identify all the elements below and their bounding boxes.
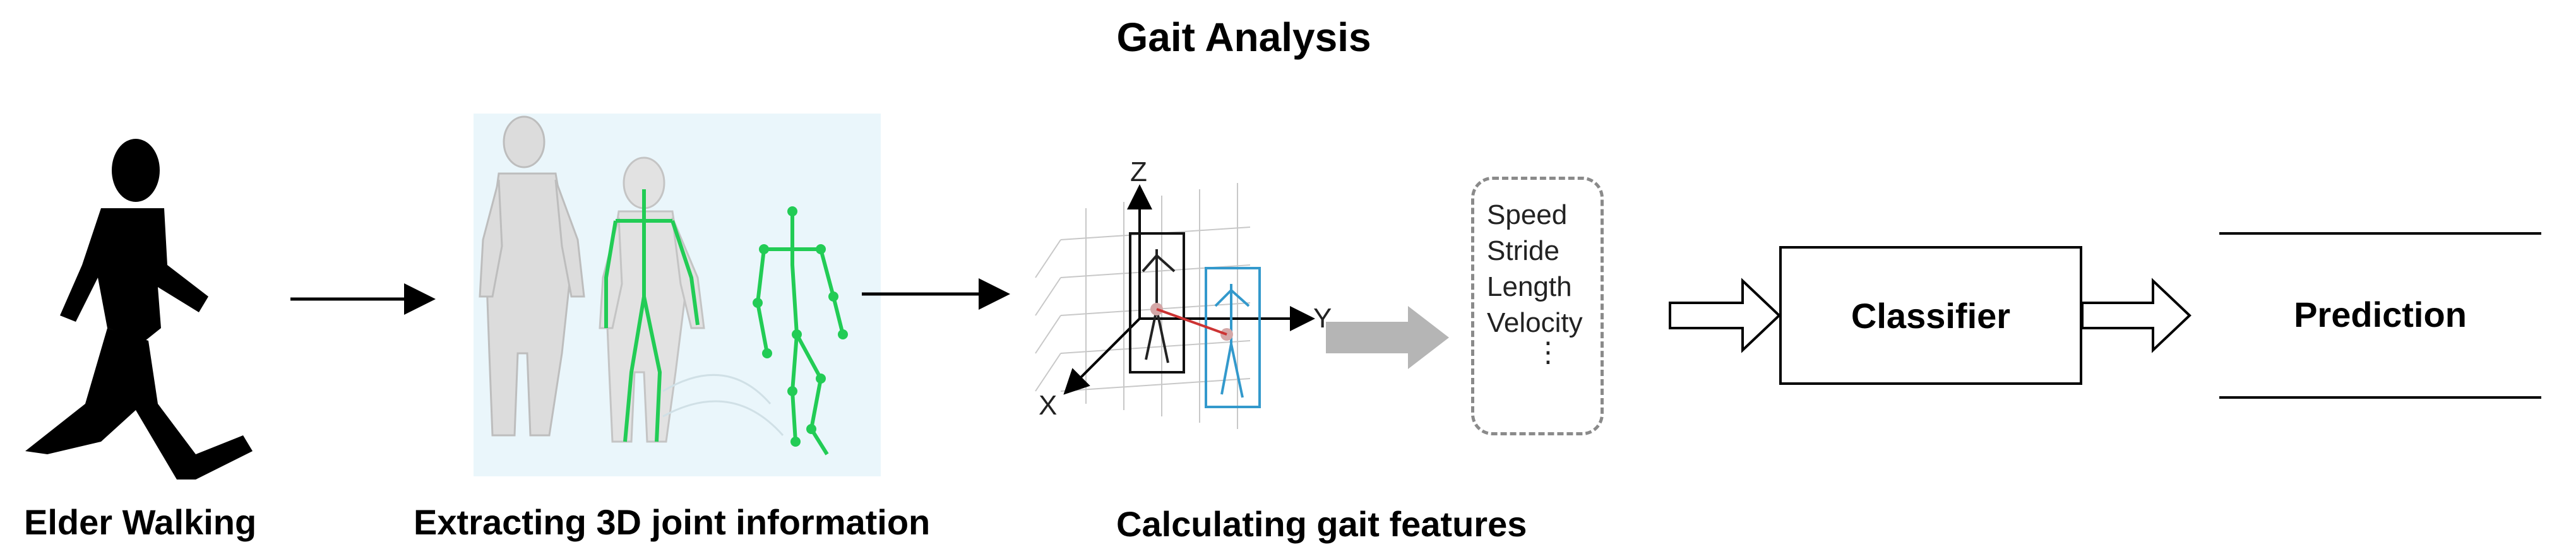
hollow-arrow-to-prediction [2081, 278, 2191, 353]
prediction-bottom-line [2219, 396, 2541, 399]
caption-calculating: Calculating gait features [1116, 504, 1527, 544]
features-dashed-box [1471, 177, 1604, 435]
joint-extraction-image [474, 114, 881, 476]
caption-elder-walking: Elder Walking [24, 502, 257, 542]
features-list: Speed Stride Length Velocity [1487, 197, 1601, 341]
classifier-label: Classifier [1851, 295, 2011, 336]
feature-item: Length [1487, 271, 1572, 302]
feature-item: Speed [1487, 199, 1568, 230]
x-axis-label: X [1039, 390, 1058, 421]
black-skeleton-box [1129, 232, 1185, 374]
feature-item: Velocity [1487, 307, 1583, 338]
prediction-top-line [2219, 232, 2541, 235]
hollow-arrow-to-classifier [1669, 278, 1781, 353]
features-more-ellipsis: ⋮ [1534, 337, 1562, 368]
z-axis-label: Z [1130, 156, 1147, 187]
3d-axes-plot [1035, 183, 1251, 429]
caption-extracting: Extracting 3D joint information [414, 502, 931, 542]
gray-arrow [1326, 306, 1449, 369]
feature-item: Stride [1487, 235, 1559, 266]
walking-person-icon [25, 139, 253, 480]
diagram-title: Gait Analysis [1116, 15, 1371, 60]
prediction-label: Prediction [2294, 295, 2467, 334]
y-axis-label: Y [1313, 303, 1332, 334]
classifier-box: Classifier [1779, 246, 2082, 385]
blue-skeleton-box [1205, 267, 1261, 408]
